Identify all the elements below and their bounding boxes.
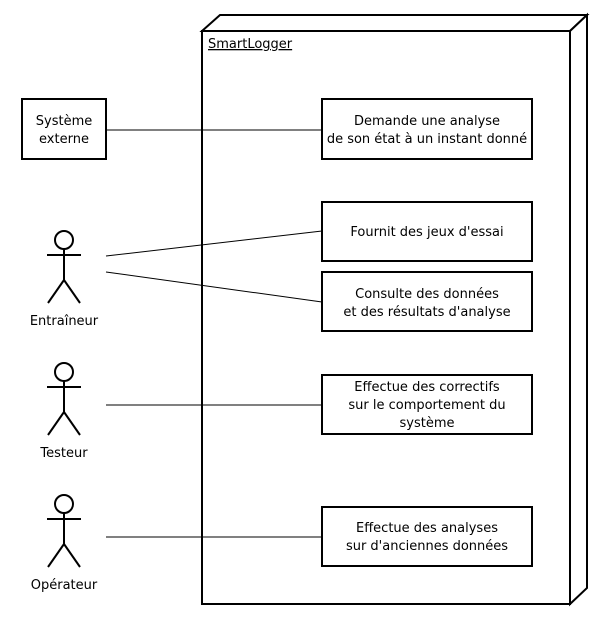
actor-operateur: Opérateur — [31, 494, 98, 593]
external-system-label-line-2: externe — [39, 132, 89, 147]
stick-figure-icon — [47, 230, 81, 304]
system-title: SmartLogger — [208, 37, 293, 52]
use-case-box — [321, 201, 533, 262]
use-case-box — [321, 271, 533, 332]
external-system-label-line-1: Système — [36, 114, 92, 129]
system-boundary-side — [569, 12, 588, 607]
actor-testeur: Testeur — [39, 362, 88, 461]
use-case-label-line-1: Fournit des jeux d'essai — [350, 225, 503, 240]
use-case-box — [321, 506, 533, 567]
external-system: Système externe — [21, 98, 107, 160]
actor-entraineur: Entraîneur — [30, 230, 99, 329]
use-case-anciennes-donnees: Effectue des analyses sur d'anciennes do… — [321, 506, 533, 567]
system-boundary-top — [199, 14, 590, 32]
use-case-jeux-essai: Fournit des jeux d'essai — [321, 201, 533, 262]
use-case-analyse-etat: Demande une analyse de son état à un ins… — [321, 98, 533, 160]
use-case-label-line-3: système — [400, 416, 455, 431]
actor-name: Testeur — [39, 446, 88, 461]
external-system-box — [21, 98, 107, 160]
use-case-label-line-2: de son état à un instant donné — [327, 132, 527, 147]
use-case-label-line-2: sur le comportement du — [348, 398, 505, 413]
use-case-label-line-1: Demande une analyse — [354, 114, 500, 129]
use-case-label-line-1: Consulte des données — [355, 287, 499, 302]
use-case-label-line-1: Effectue des correctifs — [354, 380, 500, 395]
use-case-consulte-donnees: Consulte des données et des résultats d'… — [321, 271, 533, 332]
actor-name: Entraîneur — [30, 314, 99, 329]
stick-figure-icon — [47, 494, 81, 568]
use-case-label-line-1: Effectue des analyses — [356, 521, 498, 536]
actor-name: Opérateur — [31, 578, 98, 593]
use-case-box — [321, 98, 533, 160]
association-entraineur-jeux — [105, 230, 323, 257]
stick-figure-icon — [47, 362, 81, 436]
association-entraineur-consulte — [105, 271, 323, 303]
use-case-label-line-2: et des résultats d'analyse — [343, 305, 510, 320]
use-case-box — [321, 374, 533, 435]
use-case-label-line-2: sur d'anciennes données — [346, 539, 508, 554]
use-case-correctifs: Effectue des correctifs sur le comportem… — [321, 374, 533, 435]
associations — [105, 129, 323, 538]
